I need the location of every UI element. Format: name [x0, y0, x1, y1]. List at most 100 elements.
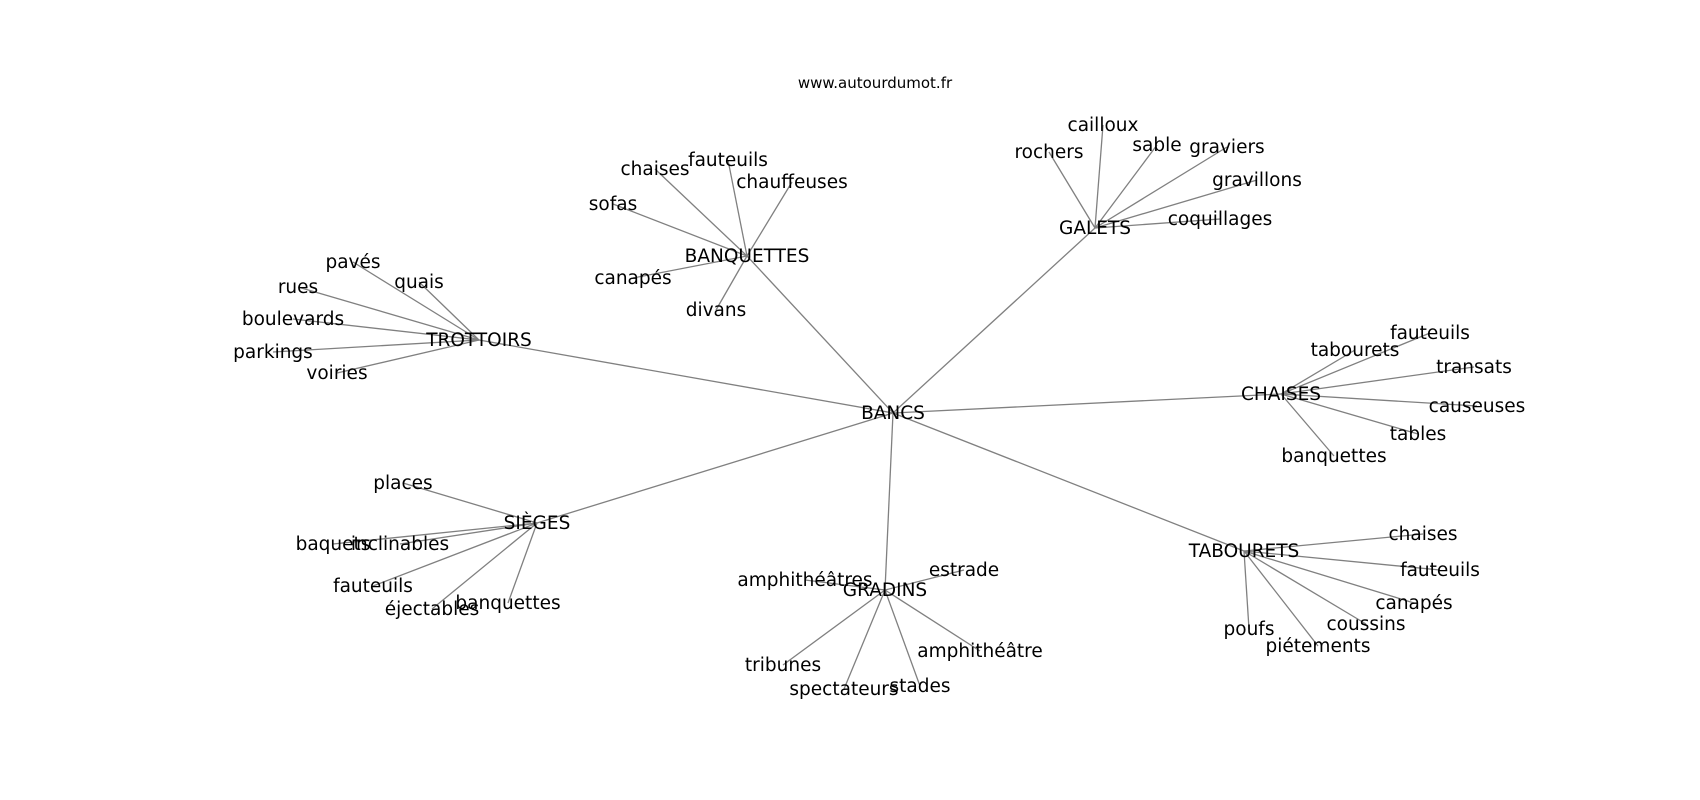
- node-leaf-gradins-spectateurs[interactable]: spectateurs: [789, 679, 898, 700]
- node-hub-gradins[interactable]: GRADINS: [843, 580, 927, 601]
- edge-chaises-transats: [1280, 366, 1475, 395]
- edge-root-gradins: [884, 412, 894, 591]
- edge-root-galets: [892, 227, 1096, 414]
- node-leaf-trottoirs-boulevards[interactable]: boulevards: [242, 309, 344, 330]
- label-layer: BANCSBANQUETTESchaisesfauteuilschauffeus…: [233, 115, 1525, 700]
- edge-chaises-causeuses: [1280, 393, 1478, 407]
- edge-tabourets-canapes: [1243, 550, 1415, 604]
- node-leaf-tabourets-pietements[interactable]: piétements: [1266, 636, 1371, 657]
- edge-galets-graviers: [1094, 146, 1228, 229]
- edge-galets-cailloux: [1094, 124, 1104, 229]
- edge-trottoirs-boulevards: [292, 318, 480, 341]
- source-watermark: www.autourdumot.fr: [798, 74, 953, 92]
- edge-galets-gravillons: [1094, 179, 1258, 229]
- node-leaf-chaises-causeuses[interactable]: causeuses: [1429, 396, 1526, 417]
- edge-banquettes-fauteuils: [727, 159, 748, 257]
- edge-chaises-tabourets: [1280, 349, 1356, 395]
- node-leaf-gradins-estrade[interactable]: estrade: [929, 560, 999, 581]
- node-leaf-tabourets-canapes[interactable]: canapés: [1375, 593, 1452, 614]
- edge-tabourets-fauteuils: [1243, 550, 1441, 571]
- edge-trottoirs-voiries: [336, 339, 480, 374]
- node-leaf-sieges-banquettes[interactable]: banquettes: [455, 593, 560, 614]
- node-leaf-sieges-ejectables[interactable]: éjectables: [385, 599, 480, 620]
- node-leaf-galets-cailloux[interactable]: cailloux: [1068, 115, 1139, 136]
- edge-banquettes-divans: [715, 255, 748, 311]
- edge-tabourets-coussins: [1243, 550, 1367, 625]
- edge-sieges-inclinables: [399, 522, 538, 545]
- edge-gradins-tribunes: [782, 589, 886, 666]
- node-leaf-banquettes-canapes[interactable]: canapés: [594, 268, 671, 289]
- node-leaf-sieges-fauteuils[interactable]: fauteuils: [333, 576, 413, 597]
- node-leaf-trottoirs-paves[interactable]: pavés: [325, 252, 380, 273]
- node-leaf-tabourets-chaises[interactable]: chaises: [1388, 524, 1457, 545]
- node-leaf-chaises-tables[interactable]: tables: [1390, 424, 1447, 445]
- node-leaf-gradins-amphitheatres[interactable]: amphithéâtres: [737, 570, 872, 591]
- node-leaf-banquettes-chauffeuses[interactable]: chauffeuses: [736, 172, 847, 193]
- node-hub-galets[interactable]: GALETS: [1059, 218, 1131, 239]
- edge-gradins-amphitheatres: [804, 579, 886, 591]
- edge-galets-sable: [1094, 144, 1158, 229]
- edge-root-tabourets: [892, 412, 1245, 552]
- node-leaf-gradins-tribunes[interactable]: tribunes: [745, 655, 821, 676]
- edge-chaises-fauteuils: [1280, 332, 1431, 395]
- node-leaf-chaises-banquettes[interactable]: banquettes: [1281, 446, 1386, 467]
- node-leaf-tabourets-poufs[interactable]: poufs: [1224, 619, 1275, 640]
- edge-gradins-spectateurs: [843, 589, 886, 690]
- node-leaf-banquettes-sofas[interactable]: sofas: [589, 194, 637, 215]
- edge-banquettes-chauffeuses: [746, 181, 793, 257]
- edge-tabourets-poufs: [1243, 550, 1250, 630]
- edge-layer: [272, 124, 1478, 690]
- node-hub-chaises[interactable]: CHAISES: [1241, 384, 1321, 405]
- node-leaf-trottoirs-quais[interactable]: quais: [394, 272, 444, 293]
- node-leaf-banquettes-chaises[interactable]: chaises: [620, 159, 689, 180]
- node-leaf-sieges-inclinables[interactable]: inclinables: [351, 534, 449, 555]
- edge-root-sieges: [536, 412, 894, 524]
- edge-gradins-stades: [884, 589, 921, 687]
- node-leaf-galets-graviers[interactable]: graviers: [1189, 137, 1264, 158]
- node-hub-banquettes[interactable]: BANQUETTES: [685, 246, 810, 267]
- node-leaf-sieges-places[interactable]: places: [373, 473, 432, 494]
- node-hub-trottoirs[interactable]: TROTTOIRS: [425, 330, 532, 351]
- node-leaf-trottoirs-parkings[interactable]: parkings: [233, 342, 313, 363]
- node-leaf-galets-rochers[interactable]: rochers: [1014, 142, 1083, 163]
- edge-sieges-places: [402, 482, 538, 524]
- edge-gradins-amphitheatre: [884, 589, 981, 652]
- node-leaf-banquettes-fauteuils[interactable]: fauteuils: [688, 150, 768, 171]
- node-leaf-galets-coquillages[interactable]: coquillages: [1168, 209, 1272, 230]
- node-leaf-tabourets-fauteuils[interactable]: fauteuils: [1400, 560, 1480, 581]
- node-leaf-galets-gravillons[interactable]: gravillons: [1212, 170, 1302, 191]
- node-leaf-chaises-tabourets[interactable]: tabourets: [1311, 340, 1400, 361]
- node-leaf-banquettes-divans[interactable]: divans: [686, 300, 747, 321]
- edge-banquettes-chaises: [654, 168, 748, 257]
- node-leaf-trottoirs-rues[interactable]: rues: [278, 277, 318, 298]
- edge-chaises-banquettes: [1280, 393, 1335, 457]
- edge-trottoirs-quais: [418, 281, 480, 341]
- node-leaf-galets-sable[interactable]: sable: [1132, 135, 1181, 156]
- edge-galets-rochers: [1048, 151, 1096, 229]
- node-leaf-tabourets-coussins[interactable]: coussins: [1327, 614, 1406, 635]
- edge-trottoirs-paves: [352, 261, 480, 341]
- edge-trottoirs-parkings: [272, 339, 480, 353]
- node-hub-sieges[interactable]: SIÈGES: [504, 512, 571, 534]
- node-leaf-sieges-baquets[interactable]: baquets: [296, 534, 371, 555]
- edge-chaises-tables: [1280, 393, 1419, 435]
- edge-sieges-banquettes: [507, 522, 538, 604]
- edge-tabourets-pietements: [1243, 550, 1319, 647]
- edge-root-banquettes: [746, 255, 894, 414]
- edge-gradins-estrade: [884, 569, 965, 591]
- edge-root-trottoirs: [478, 339, 894, 414]
- edge-root-chaises: [892, 393, 1282, 414]
- edge-banquettes-canapes: [632, 255, 748, 279]
- node-root-bancs[interactable]: BANCS: [861, 403, 925, 424]
- edge-sieges-baquets: [332, 522, 538, 545]
- node-leaf-gradins-amphitheatre[interactable]: amphithéâtre: [917, 641, 1043, 662]
- edge-sieges-ejectables: [431, 522, 538, 610]
- edge-galets-coquillages: [1094, 218, 1221, 229]
- node-leaf-chaises-transats[interactable]: transats: [1436, 357, 1512, 378]
- edge-trottoirs-rues: [297, 286, 480, 341]
- node-hub-tabourets[interactable]: TABOURETS: [1188, 541, 1300, 562]
- node-leaf-trottoirs-voiries[interactable]: voiries: [306, 363, 367, 384]
- node-leaf-gradins-stades[interactable]: stades: [890, 676, 951, 697]
- node-leaf-chaises-fauteuils[interactable]: fauteuils: [1390, 323, 1470, 344]
